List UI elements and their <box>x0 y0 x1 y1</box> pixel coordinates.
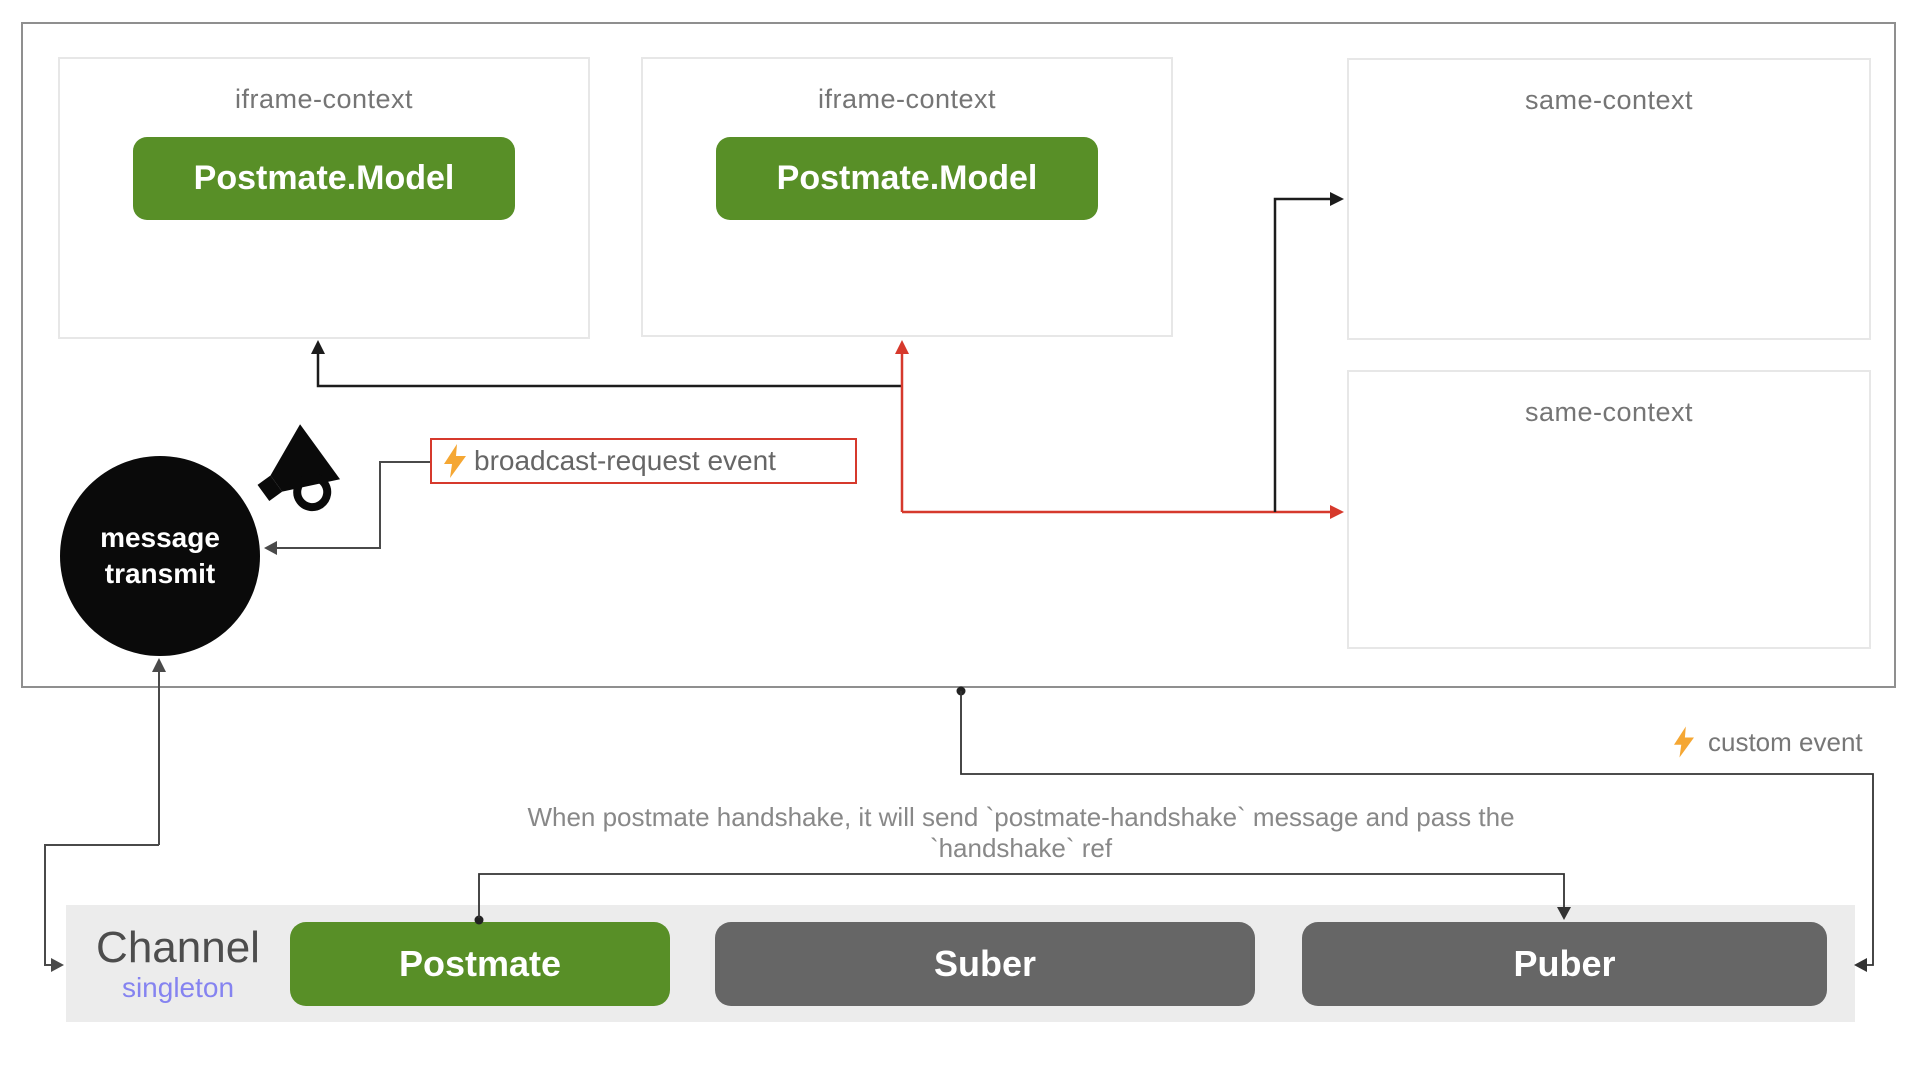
arrowhead-into-channel-right <box>1854 958 1867 972</box>
handshake-note-line2: `handshake` ref <box>929 833 1113 863</box>
suber-button: Suber <box>715 922 1255 1006</box>
custom-event-tag: custom event <box>1674 726 1863 758</box>
postmate-button: Postmate <box>290 922 670 1006</box>
broadcast-event-label: broadcast-request event <box>474 445 776 476</box>
same-context-box-1: same-context <box>1347 58 1871 340</box>
channel-title-block: Channel singleton <box>66 905 290 1022</box>
channel-title: Channel <box>96 922 260 972</box>
puber-button: Puber <box>1302 922 1827 1006</box>
custom-event-label: custom event <box>1708 726 1863 757</box>
context-label: iframe-context <box>817 84 997 114</box>
message-transmit-hub: message transmit <box>60 456 260 656</box>
context-label: same-context <box>1524 397 1694 427</box>
arrowhead-into-channel-left <box>51 958 64 972</box>
channel-bar: Channel singleton Postmate Suber Puber <box>66 905 1855 1022</box>
same-context-box-2: same-context <box>1347 370 1871 649</box>
context-label: same-context <box>1524 85 1694 115</box>
handshake-note-line1: When postmate handshake, it will send `p… <box>527 802 1515 832</box>
iframe-context-box-1: iframe-context Postmate.Model <box>58 57 590 339</box>
hub-label-line2: transmit <box>104 558 216 589</box>
handshake-note: When postmate handshake, it will send `p… <box>521 802 1521 864</box>
context-label: iframe-context <box>234 84 414 114</box>
lightning-icon <box>444 444 466 478</box>
postmate-model-button-2: Postmate.Model <box>716 137 1098 220</box>
broadcast-request-event-box: broadcast-request event <box>430 438 857 484</box>
iframe-context-box-2: iframe-context Postmate.Model <box>641 57 1173 337</box>
channel-subtitle: singleton <box>121 971 235 1003</box>
lightning-icon <box>1674 726 1694 758</box>
megaphone-icon <box>257 424 341 512</box>
hub-label-line1: message <box>100 522 220 553</box>
postmate-model-button-1: Postmate.Model <box>133 137 515 220</box>
